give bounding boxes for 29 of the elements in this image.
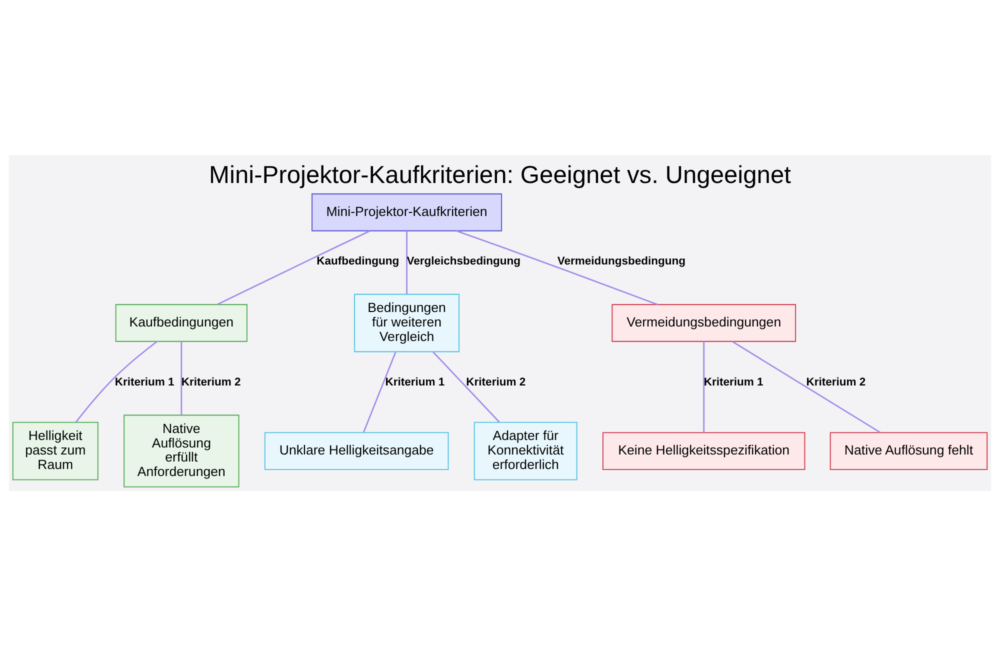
connector [732,340,881,433]
node-box: Adapter für Konnektivität erforderlich [474,421,578,480]
connector [432,351,500,422]
connector [703,341,705,432]
edge-label: Kriterium 2 [181,376,241,388]
connector [180,341,182,415]
node-box: Unklare Helligkeitsangabe [264,432,449,470]
edge-label: Kriterium 1 [114,376,174,388]
edge-label: Kriterium 1 [385,376,445,388]
edge-label: Kaufbedingung [316,254,400,267]
edge-label: Vermeidungsbedingung [557,254,686,267]
edge-label: Kriterium 2 [466,376,526,388]
node-box: Helligkeit passt zum Raum [12,421,98,480]
connector [216,230,370,305]
edge-label: Vergleichsbedingung [406,254,521,267]
node-box: Native Auflösung erfüllt Anforderungen [124,414,240,487]
node-box: Keine Helligkeitsspezifikation [602,432,806,470]
node-box: Native Auflösung fehlt [830,432,988,470]
node-box: Vermeidungsbedingungen [612,304,796,342]
node-box: Mini-Projektor-Kaufkriterien [312,192,502,231]
node-box: Bedingungen für weiteren Vergleich [354,293,460,352]
diagram-title: Mini-Projektor-Kaufkriterien: Geeignet vs. Ungeeignet [209,161,791,188]
edge-label: Kriterium 2 [806,376,866,388]
connector [363,351,396,432]
node-box: Kaufbedingungen [115,304,248,342]
connector [75,340,158,422]
connector [456,230,658,305]
connector [406,230,408,294]
edge-label: Kriterium 1 [704,376,764,388]
